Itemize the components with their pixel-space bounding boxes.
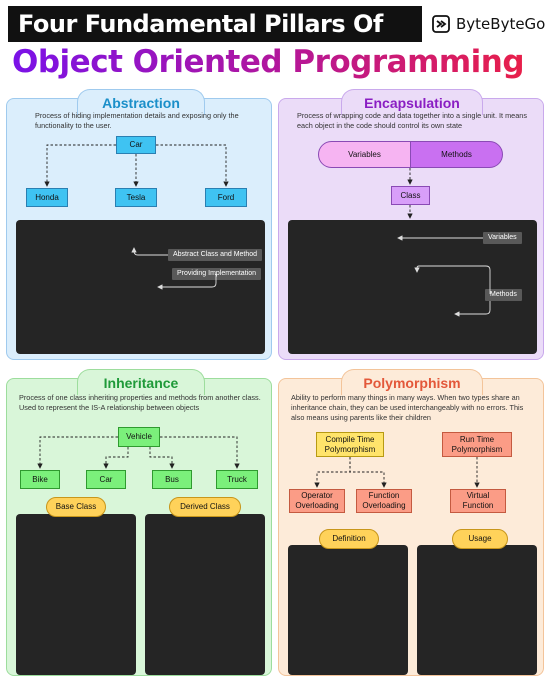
encapsulation-tag-variables: Variables bbox=[483, 232, 522, 244]
polymorphism-virtual-function: Virtual Function bbox=[450, 489, 506, 513]
abstraction-description: Process of hiding implementation details… bbox=[35, 111, 239, 130]
abstraction-child-tesla: Tesla bbox=[115, 188, 157, 207]
bytebytego-logo-icon bbox=[432, 15, 450, 33]
inheritance-child-truck: Truck bbox=[216, 470, 258, 489]
encapsulation-class-node: Class bbox=[391, 186, 430, 205]
encapsulation-pill-variables: Variables bbox=[318, 141, 411, 168]
abstraction-code-block bbox=[16, 220, 265, 354]
polymorphism-label-definition: Definition bbox=[319, 529, 379, 549]
polymorphism-compile-time: Compile Time Polymorphism bbox=[316, 432, 384, 457]
brand-name: ByteByteGo bbox=[456, 15, 546, 33]
encapsulation-tag-methods: Methods bbox=[485, 289, 522, 301]
abstraction-child-honda: Honda bbox=[26, 188, 68, 207]
title-bar: Four Fundamental Pillars Of bbox=[8, 6, 422, 42]
inheritance-child-bike: Bike bbox=[20, 470, 60, 489]
encapsulation-pill-methods: Methods bbox=[410, 141, 503, 168]
inheritance-root-vehicle: Vehicle bbox=[118, 427, 160, 447]
polymorphism-operator-overloading: Operator Overloading bbox=[289, 489, 345, 513]
encapsulation-description: Process of wrapping code and data togeth… bbox=[297, 111, 527, 130]
polymorphism-definition-code bbox=[288, 545, 408, 675]
inheritance-child-bus: Bus bbox=[152, 470, 192, 489]
abstraction-title: Abstraction bbox=[77, 89, 205, 115]
abstraction-tag-providing-implementation: Providing Implementation bbox=[172, 268, 261, 280]
title-line-2: Object Oriented Programming bbox=[12, 44, 525, 80]
inheritance-label-derived-class: Derived Class bbox=[169, 497, 241, 517]
polymorphism-function-overloading: Function Overloading bbox=[356, 489, 412, 513]
brand: ByteByteGo bbox=[432, 12, 545, 36]
inheritance-description: Process of one class inheriting properti… bbox=[19, 393, 261, 412]
inheritance-child-car: Car bbox=[86, 470, 126, 489]
polymorphism-run-time: Run Time Polymorphism bbox=[442, 432, 512, 457]
abstraction-root-car: Car bbox=[116, 136, 156, 154]
encapsulation-title: Encapsulation bbox=[341, 89, 483, 115]
polymorphism-title: Polymorphism bbox=[341, 369, 483, 395]
polymorphism-usage-code bbox=[417, 545, 537, 675]
abstraction-tag-abstract-class: Abstract Class and Method bbox=[168, 249, 263, 261]
title-line-1: Four Fundamental Pillars Of bbox=[18, 10, 383, 38]
inheritance-label-base-class: Base Class bbox=[46, 497, 106, 517]
inheritance-title: Inheritance bbox=[77, 369, 205, 395]
header: Four Fundamental Pillars Of ByteByteGo O… bbox=[0, 0, 550, 92]
polymorphism-description: Ability to perform many things in many w… bbox=[291, 393, 524, 422]
inheritance-derived-class-code bbox=[145, 514, 265, 675]
abstraction-child-ford: Ford bbox=[205, 188, 247, 207]
polymorphism-label-usage: Usage bbox=[452, 529, 508, 549]
inheritance-base-class-code bbox=[16, 514, 136, 675]
